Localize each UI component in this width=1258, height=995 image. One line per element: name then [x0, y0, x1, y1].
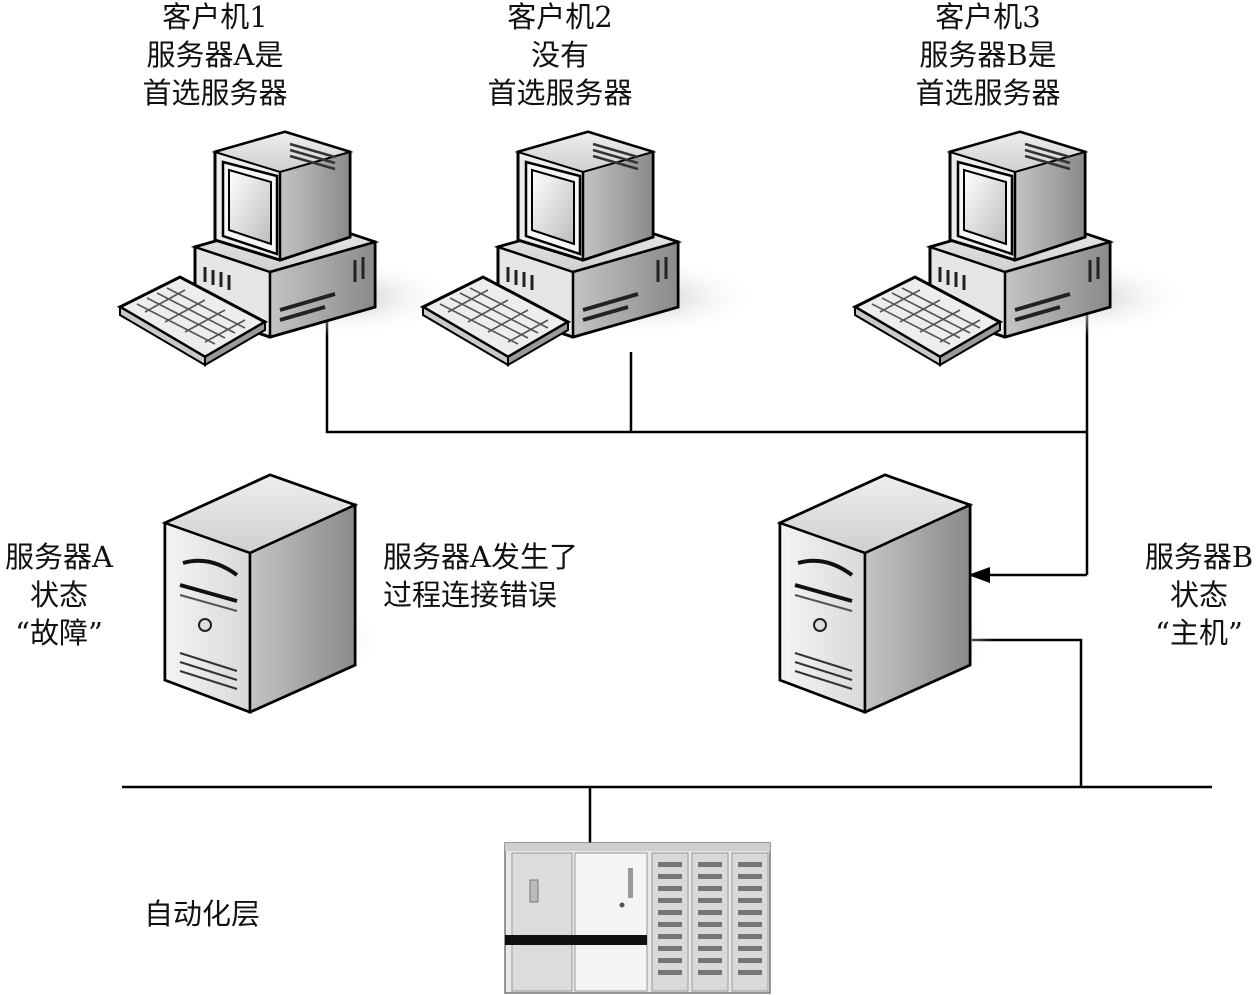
server-b-bus-link: [972, 638, 1083, 787]
client-1-label-line: 服务器A是: [146, 38, 284, 72]
server-b-status-label: 服务器B 状态 “主机”: [1140, 538, 1258, 652]
server-a-status-label: 服务器A 状态 “故障”: [0, 538, 118, 652]
server-b-status-line: “主机”: [1155, 616, 1243, 650]
arrowhead-icon: [968, 567, 990, 583]
server-a-error-note: 服务器A发生了 过程连接错误: [383, 538, 578, 614]
client-2-label-line: 没有: [530, 38, 589, 72]
client-1-label-line: 首选服务器: [142, 76, 288, 110]
client-network-cable: [325, 310, 1089, 575]
client-3-label-line: 客户机3: [935, 0, 1041, 34]
client-3-label-line: 首选服务器: [915, 76, 1061, 110]
server-a-status-line: 状态: [29, 578, 88, 612]
server-a-status-line: 服务器A: [5, 540, 113, 574]
client-2-label: 客户机2 没有 首选服务器: [460, 0, 660, 112]
server-a-icon: [163, 473, 382, 714]
client-3-label-line: 服务器B是: [919, 38, 1057, 72]
client-2-computer-icon: [421, 130, 760, 367]
server-a-note-line: 过程连接错误: [383, 578, 558, 612]
server-b-icon: [778, 473, 997, 714]
client-1-computer-icon: [118, 130, 457, 367]
plc-rack-icon: [504, 842, 771, 994]
automation-layer-label: 自动化层: [144, 897, 261, 931]
server-b-status-line: 服务器B: [1144, 540, 1254, 574]
client-1-label-line: 客户机1: [162, 0, 268, 34]
server-a-status-line: “故障”: [15, 616, 103, 650]
client-1-label: 客户机1 服务器A是 首选服务器: [115, 0, 315, 112]
server-a-note-line: 服务器A发生了: [383, 540, 578, 574]
client-3-computer-icon: [853, 130, 1192, 367]
client-2-label-line: 客户机2: [507, 0, 613, 34]
client-2-label-line: 首选服务器: [487, 76, 633, 110]
client-3-label: 客户机3 服务器B是 首选服务器: [888, 0, 1088, 112]
server-b-status-line: 状态: [1169, 578, 1228, 612]
